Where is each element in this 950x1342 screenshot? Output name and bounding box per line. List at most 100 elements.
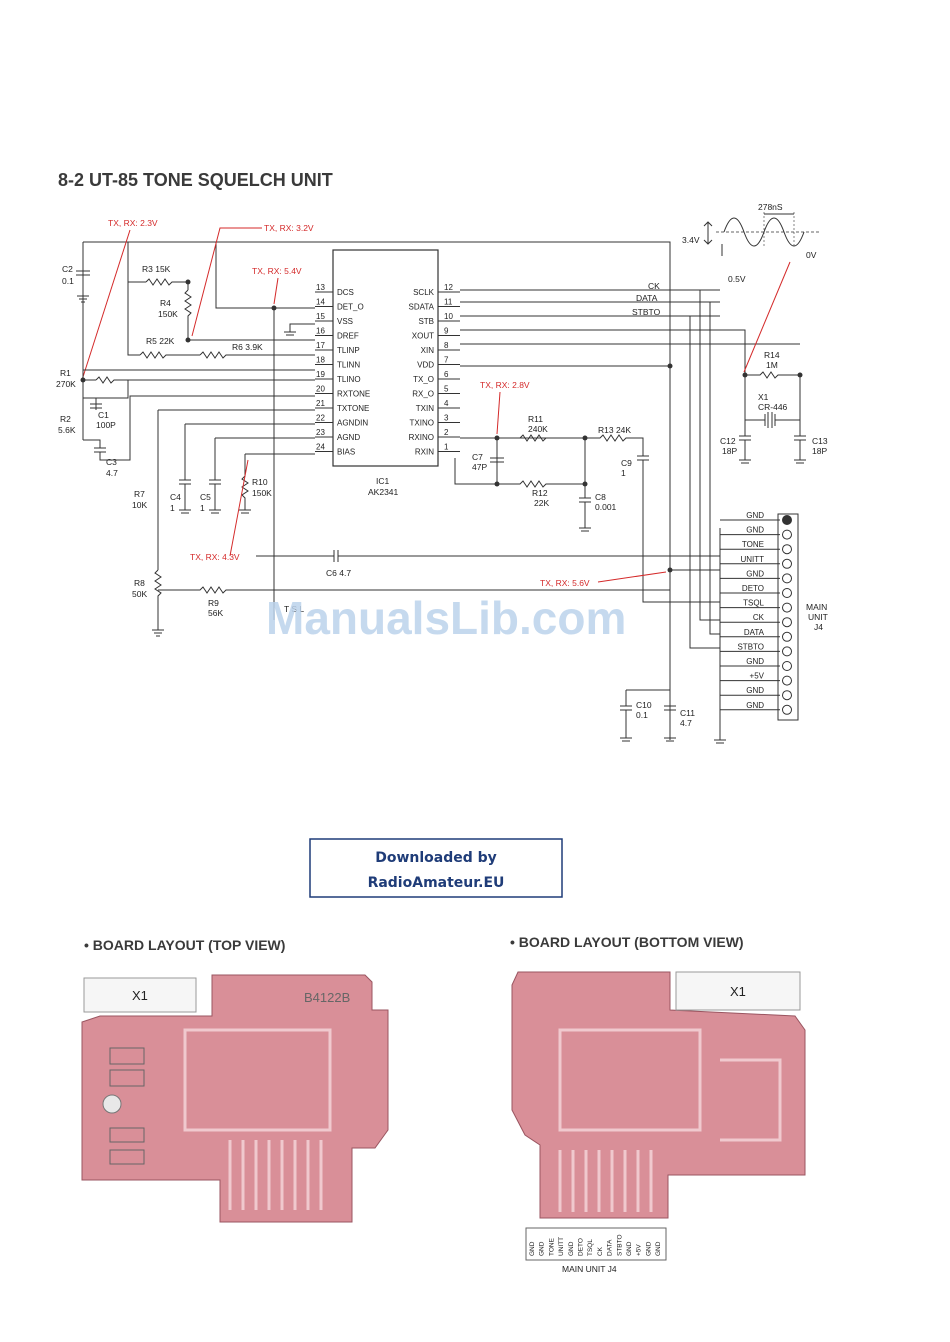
ic-pin-name: VSS — [337, 317, 353, 326]
r8-label: R8 — [134, 578, 145, 588]
connector-pin-label: GND — [746, 686, 764, 695]
ic-pin-name: XIN — [421, 346, 435, 355]
main-unit-j4-connector: GNDGNDTONEUNITTGNDDETOTSQLCKDATASTBTOGND… — [720, 511, 799, 721]
c9-label: C9 — [621, 458, 632, 468]
r6-label: R6 3.9K — [232, 342, 263, 352]
c3-value: 4.7 — [106, 468, 118, 478]
c11-value: 4.7 — [680, 718, 692, 728]
r5-label: R5 22K — [146, 336, 175, 346]
ic-pin-number: 2 — [444, 428, 449, 437]
r2-label: R2 — [60, 414, 71, 424]
ic-pin-number: 1 — [444, 443, 449, 452]
ic-pin-name: XOUT — [412, 332, 434, 341]
bottom-pin-label: STBTO — [616, 1234, 623, 1256]
ic-pin-name: AGND — [337, 433, 360, 442]
board-bottom-x1: X1 — [730, 984, 746, 999]
r11-value: 240K — [528, 424, 548, 434]
ic-pin-number: 3 — [444, 414, 449, 423]
ic-pin-name: STB — [418, 317, 434, 326]
c4-value: 1 — [170, 503, 175, 513]
r12-value: 22K — [534, 498, 549, 508]
c10-label: C10 — [636, 700, 652, 710]
connector-pin — [782, 646, 792, 657]
c12-label: C12 — [720, 436, 736, 446]
ic-pin-number: 23 — [316, 428, 325, 437]
waveform-amp: 3.4V — [682, 235, 700, 245]
ic-pin-name: VDD — [417, 361, 434, 370]
x1-label: X1 — [758, 392, 769, 402]
connector-pin — [782, 704, 792, 715]
r12-label: R12 — [532, 488, 548, 498]
ic-pin-name: TXTONE — [337, 404, 369, 413]
ic-pin-name: BIAS — [337, 448, 355, 457]
ic-pin-number: 22 — [316, 414, 325, 423]
connector-pin-label: GND — [746, 657, 764, 666]
c9-value: 1 — [621, 468, 626, 478]
c10-value: 0.1 — [636, 710, 648, 720]
connector-label-3: J4 — [814, 622, 823, 632]
ic-pin-number: 19 — [316, 370, 325, 379]
connector-label-1: MAIN — [806, 602, 827, 612]
connector-pin-label: GND — [746, 569, 764, 578]
r8-value: 50K — [132, 589, 147, 599]
connector-pin-label: UNITT — [740, 555, 764, 564]
ic-pin-number: 11 — [444, 298, 453, 307]
ic1-body — [332, 249, 439, 467]
c5-label: C5 — [200, 492, 211, 502]
bottom-pin-label: GND — [645, 1241, 652, 1256]
ic-pin-name: TXINO — [410, 419, 434, 428]
c13-value: 18P — [812, 446, 827, 456]
ic-pin-name: AGNDIN — [337, 419, 368, 428]
board-top-pcb: X1 B4122B — [81, 974, 389, 1223]
board-top-title: • BOARD LAYOUT (TOP VIEW) — [84, 937, 285, 953]
connector-pin — [782, 544, 792, 555]
connector-pin — [782, 529, 792, 540]
c8-value: 0.001 — [595, 502, 617, 512]
ic-pin-number: 24 — [316, 443, 325, 452]
ic-pin-number: 5 — [444, 385, 449, 394]
bottom-pin-label: GND — [529, 1241, 536, 1256]
ic-pin-name: RXINO — [409, 433, 434, 442]
connector-pin — [782, 602, 792, 613]
r1-value: 270K — [56, 379, 76, 389]
connector-pin-label: TONE — [742, 540, 764, 549]
ic-pin-name: TLINO — [337, 375, 361, 384]
c2-value: 0.1 — [62, 276, 74, 286]
r4-label: R4 — [160, 298, 171, 308]
connector-pin — [782, 675, 792, 686]
ic-pin-number: 13 — [316, 283, 325, 292]
c7-label: C7 — [472, 452, 483, 462]
c13-label: C13 — [812, 436, 828, 446]
r7-value: 10K — [132, 500, 147, 510]
bottom-pin-label: UNITT — [558, 1237, 565, 1256]
connector-pin-label: +5V — [750, 672, 765, 681]
bottom-pin-label: TONE — [548, 1237, 555, 1256]
c7-value: 47P — [472, 462, 487, 472]
tsql-net-label: T S L — [284, 604, 304, 614]
ic-pin-number: 12 — [444, 283, 453, 292]
ic-pin-number: 7 — [444, 356, 449, 365]
bottom-pin-label: GND — [626, 1241, 633, 1256]
ic-pin-number: 18 — [316, 356, 325, 365]
connector-pin — [782, 617, 792, 628]
page-title: 8-2 UT-85 TONE SQUELCH UNIT — [58, 170, 333, 190]
clock-waveform: 278nS 3.4V 0V 0.5V — [682, 202, 820, 373]
ic-pin-number: 6 — [444, 370, 449, 379]
connector-pin-label: CK — [753, 613, 765, 622]
connector-pin — [782, 515, 792, 525]
c11-label: C11 — [680, 708, 695, 718]
connector-pin-label: DATA — [744, 628, 765, 637]
r14-label: R14 — [764, 350, 780, 360]
board-bottom-title: • BOARD LAYOUT (BOTTOM VIEW) — [510, 934, 744, 950]
connector-pin — [782, 631, 792, 642]
ic-pin-name: TLINN — [337, 361, 360, 370]
connector-pin — [782, 558, 792, 569]
connector-pin — [782, 573, 792, 584]
r2-value: 5.6K — [58, 425, 76, 435]
board-bottom-footer: MAIN UNIT J4 — [562, 1264, 617, 1274]
ic-pin-name: TXIN — [416, 404, 434, 413]
bottom-pin-label: +5V — [636, 1244, 643, 1256]
c8-label: C8 — [595, 492, 606, 502]
